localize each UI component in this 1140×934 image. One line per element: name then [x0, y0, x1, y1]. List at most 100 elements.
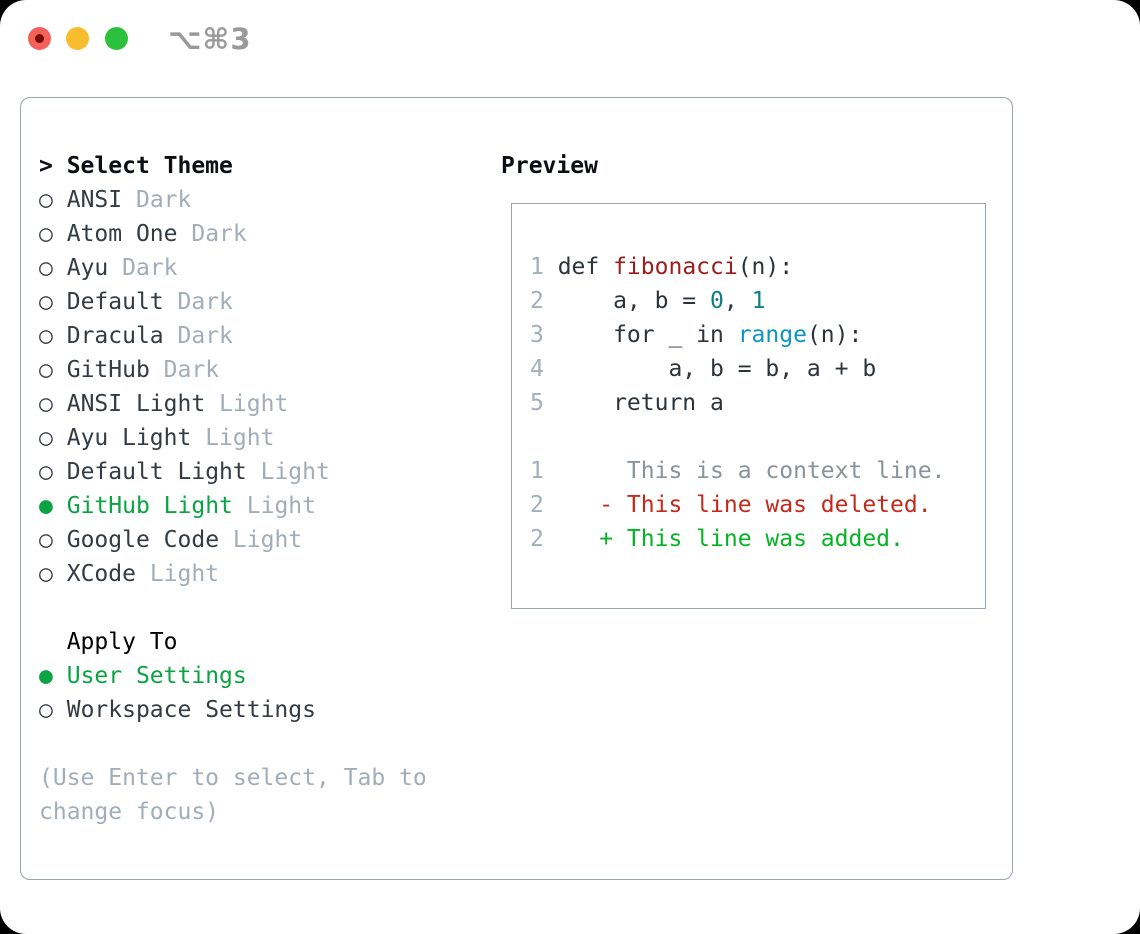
theme-name: XCode — [66, 561, 136, 587]
apply-option-workspace-settings[interactable]: ○ Workspace Settings — [39, 693, 427, 727]
token-code: for _ in — [557, 322, 738, 348]
line-number: 1 — [530, 458, 544, 484]
theme-name: Google Code — [66, 527, 220, 553]
theme-name: GitHub — [66, 357, 150, 383]
theme-variant: Light — [232, 527, 303, 553]
hint-line: change focus) — [39, 799, 220, 825]
theme-variant: Light — [149, 561, 220, 587]
theme-name: Atom One — [66, 221, 178, 247]
focus-caret: > — [39, 153, 67, 179]
token-context: This is a context line. — [557, 458, 946, 484]
theme-variant: Dark — [122, 255, 178, 281]
preview-line: 2 - This line was deleted. — [530, 488, 945, 522]
token-number: 1 — [751, 288, 766, 314]
theme-name: Default — [66, 289, 164, 315]
radio-icon: ○ — [39, 255, 53, 281]
titlebar: ⌥⌘3 — [0, 0, 1140, 76]
theme-name: Default Light — [66, 459, 247, 485]
theme-option-default-light[interactable]: ○ Default Light Light — [39, 455, 427, 489]
apply-option-label: Workspace Settings — [66, 697, 316, 723]
apply-option-user-settings[interactable]: ● User Settings — [39, 659, 427, 693]
theme-options-list: ○ ANSI Dark○ Atom One Dark○ Ayu Dark○ De… — [39, 183, 427, 591]
theme-name: Ayu Light — [66, 425, 192, 451]
preview-blank-line — [530, 420, 945, 454]
apply-to-options-list: ● User Settings○ Workspace Settings — [39, 659, 427, 727]
window-shortcut-label: ⌥⌘3 — [168, 22, 252, 56]
hint-line: (Use Enter to select, Tab to — [39, 765, 427, 791]
theme-variant: Dark — [191, 221, 247, 247]
theme-variant: Dark — [163, 357, 220, 383]
theme-picker-panel: > Select Theme ○ ANSI Dark○ Atom One Dar… — [20, 97, 1013, 880]
preview-line: 2 a, b = 0, 1 — [530, 284, 945, 318]
radio-icon: ○ — [39, 187, 53, 213]
line-number: 5 — [530, 390, 544, 416]
line-number: 3 — [530, 322, 544, 348]
select-theme-label: Select Theme — [66, 153, 233, 179]
theme-option-xcode[interactable]: ○ XCode Light — [39, 557, 427, 591]
preview-title: Preview — [501, 153, 598, 179]
theme-variant: Dark — [135, 187, 192, 213]
spacer — [39, 591, 427, 625]
theme-variant: Light — [260, 459, 330, 485]
theme-name: Ayu — [66, 255, 109, 281]
theme-variant: Dark — [177, 289, 233, 315]
token-deleted: - This line was deleted. — [557, 492, 932, 518]
radio-icon: ○ — [39, 323, 53, 349]
theme-option-google-code[interactable]: ○ Google Code Light — [39, 523, 427, 557]
token-code: return a — [557, 390, 724, 416]
theme-variant: Light — [219, 391, 289, 417]
keyboard-hint: (Use Enter to select, Tab to change focus… — [39, 761, 427, 829]
radio-icon: ○ — [39, 391, 53, 417]
token-builtin: range — [737, 322, 807, 348]
token-code: def — [557, 254, 614, 280]
theme-option-default[interactable]: ○ Default Dark — [39, 285, 427, 319]
token-code: (n): — [737, 254, 794, 280]
token-added: + This line was added. — [557, 526, 904, 552]
radio-selected-icon: ● — [39, 493, 53, 519]
line-number — [530, 420, 544, 454]
radio-icon: ○ — [39, 357, 53, 383]
preview-line: 3 for _ in range(n): — [530, 318, 945, 352]
theme-option-ayu-light[interactable]: ○ Ayu Light Light — [39, 421, 427, 455]
theme-name: ANSI — [66, 187, 123, 213]
theme-option-ansi[interactable]: ○ ANSI Dark — [39, 183, 427, 217]
token-code: a, b = b, a + b — [557, 356, 877, 382]
line-number: 2 — [530, 526, 544, 552]
token-code: a, b = — [557, 288, 711, 314]
preview-line: 2 + This line was added. — [530, 522, 945, 556]
theme-variant: Light — [246, 493, 316, 519]
line-number: 2 — [530, 288, 544, 314]
preview-line: 4 a, b = b, a + b — [530, 352, 945, 386]
theme-option-atom-one[interactable]: ○ Atom One Dark — [39, 217, 427, 251]
radio-icon: ○ — [39, 221, 53, 247]
theme-variant: Dark — [177, 323, 233, 349]
spacer — [39, 727, 427, 761]
theme-option-ansi-light[interactable]: ○ ANSI Light Light — [39, 387, 427, 421]
line-number: 2 — [530, 492, 544, 518]
preview-line: 5 return a — [530, 386, 945, 420]
token-number: 0 — [710, 288, 724, 314]
radio-icon: ○ — [39, 561, 53, 587]
token-code: (n): — [806, 322, 863, 348]
minimize-button[interactable] — [66, 27, 89, 50]
apply-option-label: User Settings — [66, 663, 247, 689]
select-theme-header: > Select Theme — [39, 149, 427, 183]
theme-name: Dracula — [66, 323, 164, 349]
radio-icon: ○ — [39, 425, 53, 451]
theme-option-github[interactable]: ○ GitHub Dark — [39, 353, 427, 387]
maximize-button[interactable] — [105, 27, 128, 50]
radio-icon: ○ — [39, 527, 53, 553]
radio-icon: ○ — [39, 459, 53, 485]
token-code: , — [723, 288, 752, 314]
theme-option-dracula[interactable]: ○ Dracula Dark — [39, 319, 427, 353]
token-function: fibonacci — [613, 254, 738, 280]
radio-icon: ○ — [39, 697, 53, 723]
theme-option-ayu[interactable]: ○ Ayu Dark — [39, 251, 427, 285]
close-button[interactable] — [28, 27, 51, 50]
theme-option-github-light[interactable]: ● GitHub Light Light — [39, 489, 427, 523]
theme-variant: Light — [205, 425, 275, 451]
